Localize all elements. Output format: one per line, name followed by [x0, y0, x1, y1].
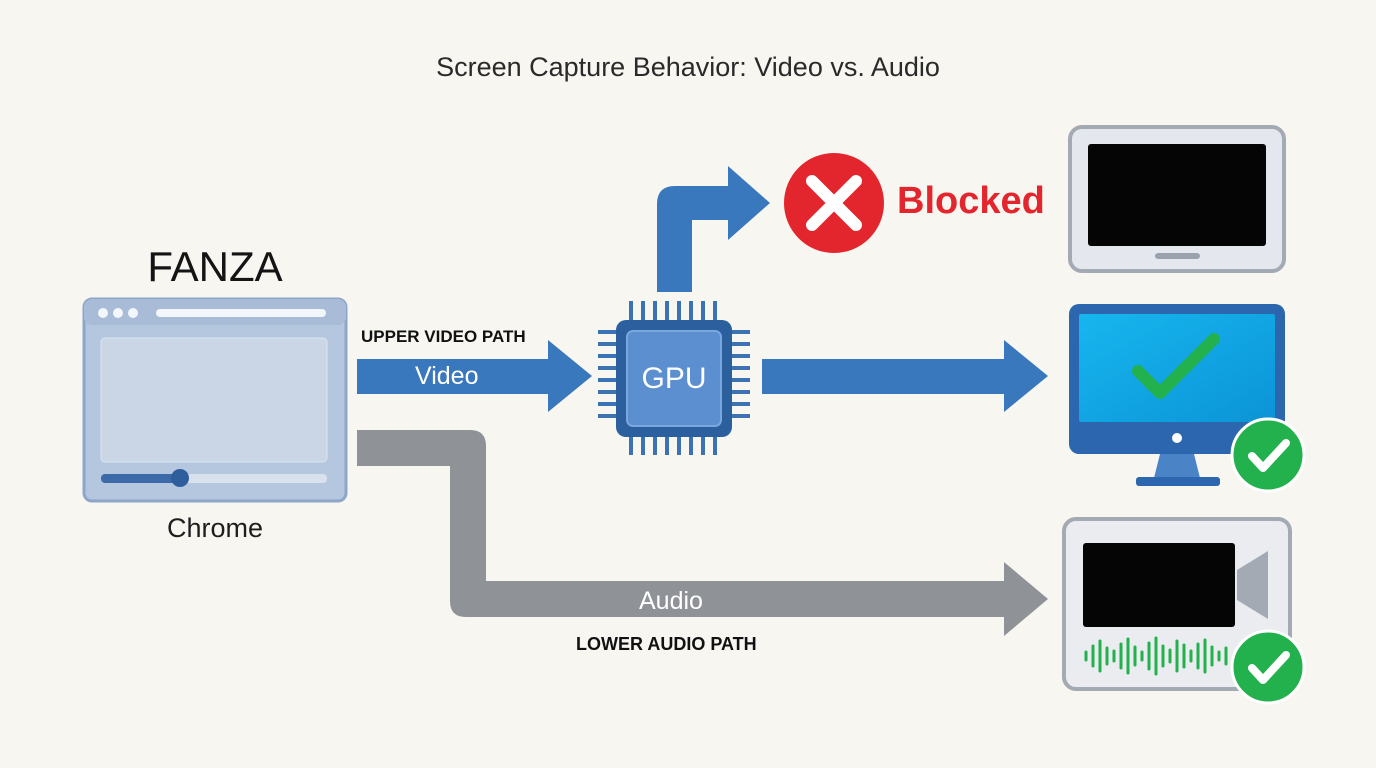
audio-path-caption: LOWER AUDIO PATH: [576, 634, 757, 654]
browser-window-icon: [82, 297, 348, 503]
check-circle-icon: [1230, 417, 1306, 493]
audio-waveform: [1084, 636, 1228, 676]
x-circle-icon: [784, 153, 884, 253]
audio-path-label: Audio: [639, 587, 703, 615]
video-arrow-left: [357, 340, 592, 412]
gpu-label: GPU: [641, 362, 707, 395]
video-arrow-right: [762, 340, 1048, 412]
blocked-branch-arrow: [657, 166, 770, 292]
check-circle-icon: [1230, 629, 1306, 705]
gpu-chip-icon: [598, 301, 750, 455]
blocked-label: Blocked: [897, 180, 1045, 222]
audio-arrow: [357, 430, 1048, 636]
diagram-title: Screen Capture Behavior: Video vs. Audio: [436, 52, 940, 82]
tablet-black-screen-icon: [1068, 125, 1286, 273]
video-path-caption: UPPER VIDEO PATH: [361, 327, 526, 346]
browser-label: Chrome: [166, 513, 264, 543]
service-label: FANZA: [147, 243, 283, 290]
monitor-check-icon: [1069, 304, 1285, 486]
video-path-label: Video: [415, 362, 479, 390]
camera-audio-icon: [1062, 517, 1292, 691]
